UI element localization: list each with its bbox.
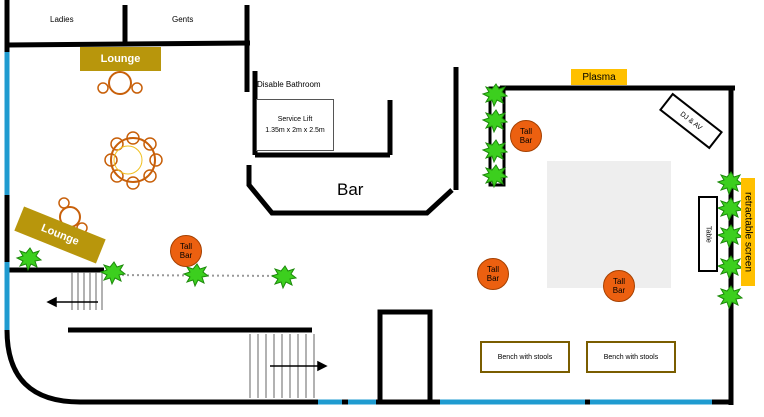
plant-icon xyxy=(99,261,127,286)
table-highlight xyxy=(113,145,143,175)
chair-icon xyxy=(110,137,124,151)
service-lift: Service Lift 1.35m x 2m x 2.5m xyxy=(256,99,334,151)
plasma-screen: Plasma xyxy=(571,69,627,85)
chair-icon xyxy=(126,176,140,190)
plants xyxy=(15,83,744,310)
round-table-group xyxy=(104,131,163,190)
arrow-right-icon xyxy=(270,360,328,372)
chair-icon xyxy=(97,82,109,94)
service-lift-dimensions: 1.35m x 2m x 2.5m xyxy=(265,127,325,134)
chair-icon xyxy=(58,197,70,209)
plant-icon xyxy=(716,224,744,249)
plant-icon xyxy=(716,285,744,310)
gents-room-label: Gents xyxy=(172,15,194,24)
plant-icon xyxy=(15,247,43,272)
chair-icon xyxy=(149,153,163,167)
dance-floor xyxy=(547,161,671,288)
arrow-left-icon xyxy=(46,296,98,308)
chair-icon xyxy=(143,169,157,183)
plant-icon xyxy=(481,139,509,164)
bar-label: Bar xyxy=(337,180,364,199)
stairs-upper xyxy=(71,272,103,310)
plant-icon xyxy=(716,255,744,280)
chair-icon xyxy=(126,131,140,145)
plant-icon xyxy=(716,171,744,196)
bench-left: Bench with stools xyxy=(480,341,570,373)
disable-bathroom-label: Disable Bathroom xyxy=(257,80,321,89)
retractable-screen: retractable screen xyxy=(741,178,755,286)
plant-icon xyxy=(481,109,509,134)
av-table: Table xyxy=(698,196,718,272)
plant-icon xyxy=(716,197,744,222)
chair-icon xyxy=(104,153,118,167)
plant-icon xyxy=(182,263,210,288)
plant-icon xyxy=(481,83,509,108)
service-lift-title: Service Lift xyxy=(277,116,313,123)
bench-right: Bench with stools xyxy=(586,341,676,373)
plant-icon xyxy=(270,265,298,290)
lounge-top: Lounge xyxy=(80,47,161,71)
chair-icon xyxy=(143,137,157,151)
chair-icon xyxy=(131,82,143,94)
chair-icon xyxy=(110,169,124,183)
ladies-room-label: Ladies xyxy=(50,15,74,24)
plant-icon xyxy=(481,164,509,189)
lounge-top-seating xyxy=(97,71,143,95)
windows xyxy=(4,52,712,405)
